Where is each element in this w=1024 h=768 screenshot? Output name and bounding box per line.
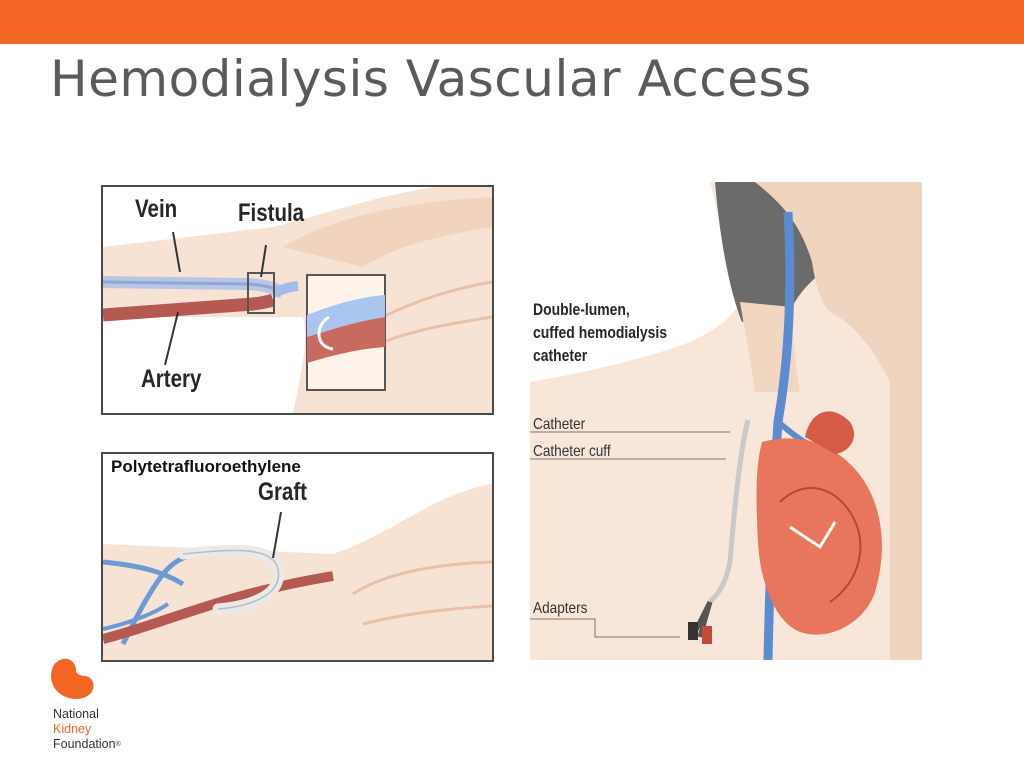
fistula-illustration	[103, 187, 492, 413]
logo-line-national: National	[53, 707, 99, 721]
catheter-title-line3: catheter	[533, 346, 588, 365]
top-accent-bar	[0, 0, 1024, 44]
kidney-icon	[51, 658, 94, 699]
logo-line-kidney: Kidney	[53, 722, 92, 736]
catheter-title-line1: Double-lumen,	[533, 300, 630, 319]
fistula-diagram: Vein Fistula Artery	[101, 185, 494, 415]
catheter-label: Catheter	[533, 416, 586, 433]
fistula-label: Fistula	[238, 199, 305, 227]
catheter-illustration	[530, 182, 922, 660]
catheter-title-line2: cuffed hemodialysis	[533, 323, 668, 342]
graft-illustration	[103, 484, 492, 660]
national-kidney-foundation-logo: National Kidney Foundation®	[50, 656, 160, 756]
graft-diagram: Polytetrafluoroethylene Graft	[101, 452, 494, 662]
polytetrafluoroethylene-label: Polytetrafluoroethylene	[111, 457, 301, 476]
logo-text: National Kidney Foundation®	[53, 707, 121, 752]
artery-label: Artery	[141, 365, 202, 393]
catheter-diagram: Double-lumen, cuffed hemodialysis cathet…	[530, 182, 922, 660]
graft-label: Graft	[258, 478, 307, 506]
adapters-label: Adapters	[533, 600, 588, 617]
catheter-cuff-label: Catheter cuff	[533, 443, 611, 460]
registered-mark: ®	[115, 741, 121, 748]
logo-line-foundation: Foundation	[53, 737, 116, 751]
vein-label: Vein	[135, 195, 178, 223]
slide-title: Hemodialysis Vascular Access	[50, 50, 812, 108]
